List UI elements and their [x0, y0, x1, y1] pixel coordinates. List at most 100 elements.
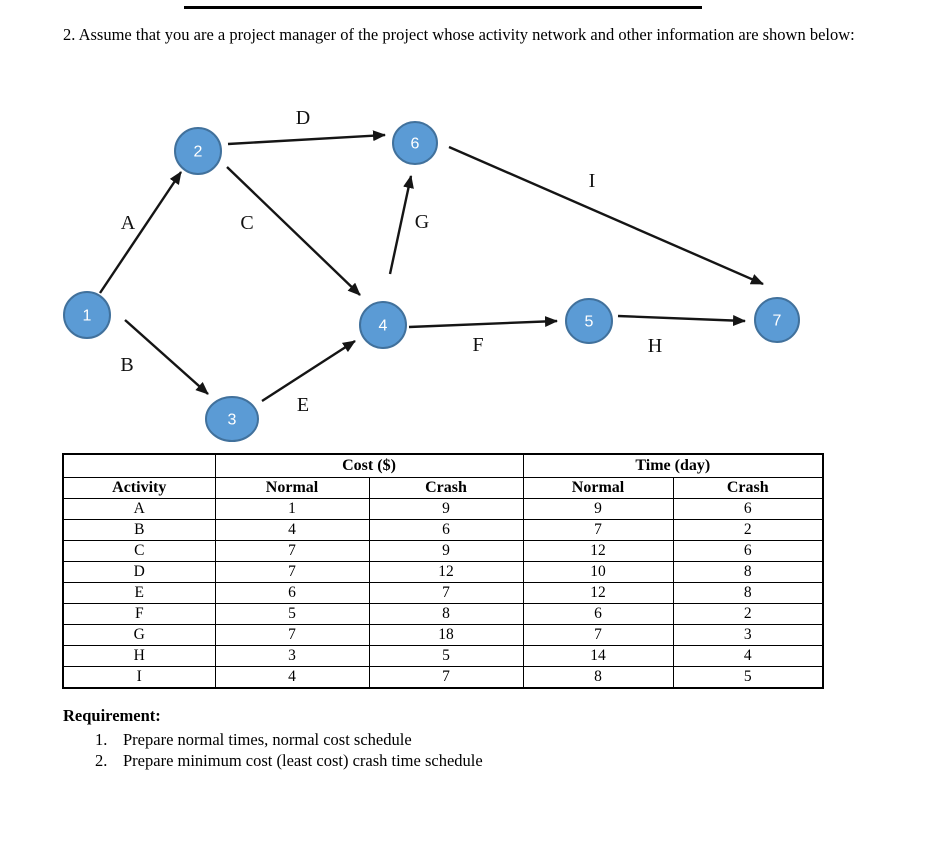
- activity-cell: D: [62, 561, 216, 583]
- time-crash-cell: 6: [672, 540, 824, 562]
- requirement-title: Requirement:: [63, 706, 161, 725]
- cost-normal-cell: 4: [214, 519, 370, 541]
- time-normal-cell: 7: [522, 519, 674, 541]
- table-column-header-row: Activity Normal Crash Normal Crash: [62, 477, 824, 499]
- requirement-item-number: 2.: [95, 751, 108, 770]
- edge-label-C: C: [240, 212, 253, 234]
- node-number-4: 4: [379, 318, 388, 335]
- cost-crash-cell: 18: [368, 624, 524, 646]
- cost-crash-cell: 9: [368, 540, 524, 562]
- cost-time-table: Cost ($) Time (day) Activity Normal Cras…: [62, 453, 825, 689]
- cost-crash-cell: 5: [368, 645, 524, 667]
- edge-I: [448, 145, 764, 286]
- top-horizontal-rule: [184, 6, 702, 9]
- cost-normal-cell: 1: [214, 498, 370, 520]
- time-crash-cell: 4: [672, 645, 824, 667]
- edge-label-B: B: [120, 354, 133, 376]
- time-crash-cell: 8: [672, 582, 824, 604]
- time-normal-cell: 9: [522, 498, 674, 520]
- time-normal-cell: 12: [522, 540, 674, 562]
- time-crash-cell: 2: [672, 519, 824, 541]
- diagram-node-6: [392, 121, 438, 165]
- cost-crash-cell: 9: [368, 498, 524, 520]
- node-number-3: 3: [228, 412, 237, 429]
- edge-E: [261, 339, 356, 403]
- cost-crash-cell: 8: [368, 603, 524, 625]
- time-normal-column-header: Normal: [522, 477, 674, 499]
- cost-crash-column-header: Crash: [368, 477, 524, 499]
- node-number-1: 1: [83, 308, 92, 325]
- edge-C: [226, 166, 361, 296]
- activity-column-header: Activity: [62, 477, 216, 499]
- activity-cell: A: [62, 498, 216, 520]
- cost-crash-cell: 7: [368, 666, 524, 689]
- requirement-section: Requirement: 1. Prepare normal times, nor…: [63, 706, 763, 771]
- edge-H: [617, 314, 746, 327]
- edge-label-A: A: [121, 212, 136, 234]
- time-normal-cell: 10: [522, 561, 674, 583]
- activity-cell: H: [62, 645, 216, 667]
- time-normal-cell: 7: [522, 624, 674, 646]
- diagram-node-1: [63, 291, 111, 339]
- cost-normal-cell: 5: [214, 603, 370, 625]
- time-normal-cell: 8: [522, 666, 674, 689]
- edge-D: [227, 130, 386, 146]
- time-crash-cell: 2: [672, 603, 824, 625]
- diagram-node-2: [174, 127, 222, 175]
- requirement-item: 1. Prepare normal times, normal cost sche…: [63, 729, 763, 750]
- cost-normal-cell: 4: [214, 666, 370, 689]
- node-number-6: 6: [411, 136, 420, 153]
- edge-F: [408, 315, 558, 329]
- cost-normal-cell: 7: [214, 624, 370, 646]
- table-group-header-row: Cost ($) Time (day): [62, 453, 824, 478]
- requirement-list: 1. Prepare normal times, normal cost sche…: [63, 729, 763, 771]
- node-number-7: 7: [773, 313, 782, 330]
- edge-A: [99, 171, 182, 294]
- cost-normal-column-header: Normal: [214, 477, 370, 499]
- activity-cell: E: [62, 582, 216, 604]
- time-crash-cell: 8: [672, 561, 824, 583]
- requirement-item-text: Prepare normal times, normal cost schedu…: [123, 730, 412, 749]
- node-number-5: 5: [585, 314, 594, 331]
- edge-B: [124, 319, 209, 395]
- edge-label-G: G: [415, 211, 429, 233]
- diagram-node-4: [359, 301, 407, 349]
- diagram-node-3: [205, 396, 259, 442]
- time-group-header: Time (day): [522, 453, 824, 478]
- edge-label-F: F: [472, 334, 483, 356]
- time-crash-cell: 6: [672, 498, 824, 520]
- cost-crash-cell: 7: [368, 582, 524, 604]
- activity-cell: B: [62, 519, 216, 541]
- corner-cell: [62, 453, 216, 478]
- edge-label-H: H: [648, 335, 662, 357]
- diagram-nodes: 1 2 3 4 5 6 7: [63, 121, 800, 442]
- cost-crash-cell: 6: [368, 519, 524, 541]
- edge-label-I: I: [589, 170, 596, 192]
- cost-normal-cell: 6: [214, 582, 370, 604]
- diagram-node-7: [754, 297, 800, 343]
- time-normal-cell: 12: [522, 582, 674, 604]
- requirement-item-number: 1.: [95, 730, 108, 749]
- activity-cell: F: [62, 603, 216, 625]
- time-crash-cell: 3: [672, 624, 824, 646]
- cost-normal-cell: 7: [214, 561, 370, 583]
- cost-crash-cell: 12: [368, 561, 524, 583]
- time-normal-cell: 14: [522, 645, 674, 667]
- node-number-2: 2: [194, 144, 203, 161]
- activity-cell: G: [62, 624, 216, 646]
- diagram-node-5: [565, 298, 613, 344]
- requirement-item: 2.Prepare minimum cost (least cost) cras…: [63, 750, 763, 771]
- cost-normal-cell: 7: [214, 540, 370, 562]
